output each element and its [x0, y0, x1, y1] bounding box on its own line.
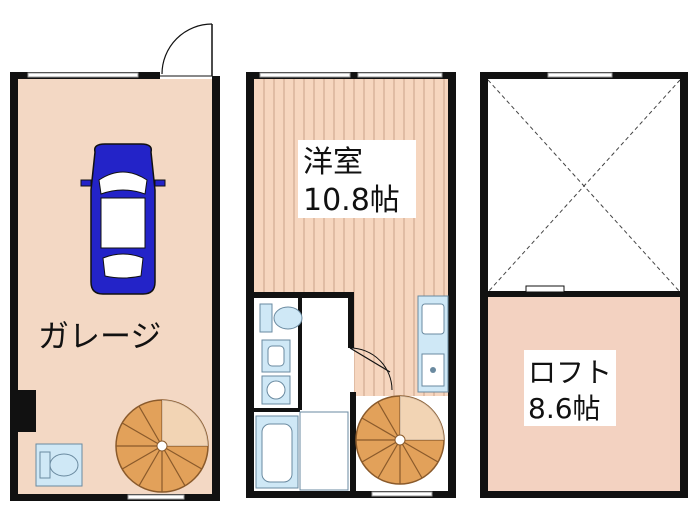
room-wall-bottom: [246, 491, 456, 498]
washer-icon: [261, 375, 291, 405]
garage-window-bottom: [127, 494, 185, 500]
garage-wall-right: [212, 76, 220, 498]
bathroom-wall-mid: [254, 408, 300, 412]
room-size: 10.8帖: [303, 183, 400, 218]
room-window-top-1: [259, 72, 351, 78]
toilet-icon: [35, 443, 83, 487]
stair-window: [371, 491, 433, 497]
bathroom-wall-top: [254, 292, 354, 298]
door-swing-icon: [160, 23, 213, 79]
room-name: 洋室: [303, 145, 363, 180]
loft-name: ロフト: [528, 356, 612, 389]
loft-wall-bottom: [480, 491, 688, 498]
room-wall-right: [448, 72, 456, 498]
garage-window-top: [27, 72, 139, 78]
garage-wall-corner: [18, 390, 36, 432]
void-cross-icon: [487, 79, 681, 293]
garage-label: ガレージ: [38, 319, 161, 355]
bathtub-icon: [255, 415, 299, 489]
spiral-stair-icon: [355, 395, 445, 485]
room-wall-left: [246, 72, 254, 498]
spiral-stair-icon: [115, 399, 209, 493]
room-wall-top: [246, 72, 456, 79]
bathroom-wall-right: [348, 292, 354, 372]
loft-label-box: [524, 350, 616, 426]
loft-divider: [486, 291, 682, 297]
bath-partition: [299, 411, 349, 491]
garage-wall-bottom: [10, 494, 220, 501]
door-swing-icon: [348, 347, 393, 392]
toilet-icon: [259, 303, 303, 333]
room-label-box: [298, 140, 416, 218]
room-window-top-2: [357, 72, 443, 78]
western-room-area: 洋室 10.8帖: [246, 72, 456, 498]
loft-ladder-opening: [525, 285, 565, 293]
garage-wall-left: [10, 76, 18, 498]
loft-wall-right: [680, 72, 688, 498]
car-icon: [80, 143, 166, 295]
loft-size: 8.6帖: [528, 392, 601, 425]
washbasin-icon: [261, 339, 291, 373]
bathroom-wall-divider: [298, 298, 302, 410]
sink-icon: [417, 295, 449, 393]
loft-window-top: [547, 72, 613, 78]
stair-wall: [350, 392, 356, 492]
garage-area: ガレージ: [10, 23, 220, 501]
loft-wall-left: [480, 72, 488, 498]
loft-area: ロフト 8.6帖: [480, 72, 688, 498]
void-area: [486, 76, 682, 294]
